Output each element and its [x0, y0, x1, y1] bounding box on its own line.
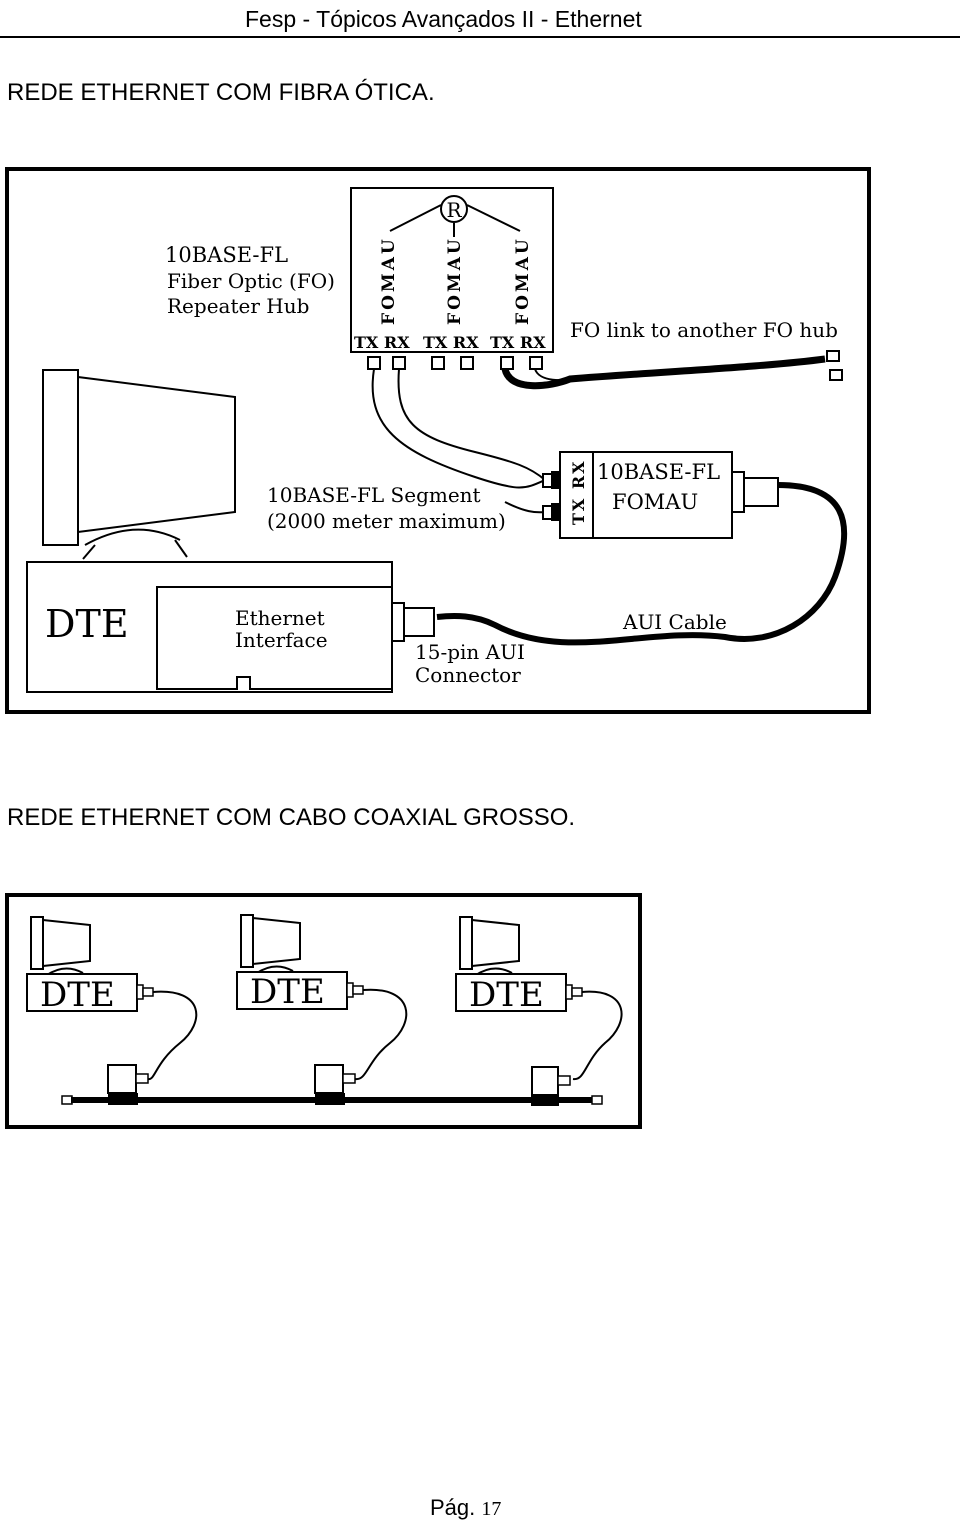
header-rule [0, 36, 960, 38]
repeater-circle [440, 195, 468, 223]
ethernet-label-line1: Ethernet [235, 606, 325, 630]
station-3: DTE [455, 916, 623, 1081]
fomau-box [559, 451, 733, 539]
fl-segment-cable-b [397, 368, 546, 481]
thick-coax-diagram: DTE DTE DTE [5, 893, 642, 1129]
station-1: DTE [26, 916, 198, 1081]
aui-connector [403, 607, 435, 637]
dte-label-1: DTE [40, 975, 115, 1015]
dte-label-3: DTE [469, 975, 544, 1015]
connector-label-line1: 15-pin AUI [415, 640, 525, 664]
ethernet-label-line2: Interface [235, 628, 328, 652]
port-label-1: TX RX [354, 333, 410, 352]
aui-cable [436, 482, 848, 646]
hub-label-line3: Repeater Hub [167, 294, 309, 318]
port-label-3: TX RX [490, 333, 546, 352]
page-number: 17 [481, 1498, 502, 1520]
connector-label-line2: Connector [415, 663, 521, 687]
fl-segment-cable-a [371, 368, 546, 489]
page-header-title: Fesp - Tópicos Avançados II - Ethernet [245, 6, 642, 32]
segment-label-line2: (2000 meter maximum) [267, 509, 506, 533]
fomau-vertical-1: FOMAU [379, 236, 399, 325]
segment-label-line1: 10BASE-FL Segment [267, 483, 481, 507]
repeater-label: R [446, 198, 462, 222]
transceivers [107, 1064, 559, 1096]
fomau-vertical-3: FOMAU [513, 236, 533, 325]
monitor-body [77, 375, 236, 534]
aui-cable-label: AUI Cable [622, 610, 727, 634]
section-heading-coax: REDE ETHERNET COM CABO COAXIAL GROSSO. [7, 804, 576, 831]
fomau-txrx: TX RX [569, 459, 588, 525]
port-label-2: TX RX [423, 333, 479, 352]
fomau-label-line1: 10BASE-FL [597, 460, 720, 484]
fo-link-cable [501, 355, 826, 390]
hub-label-line2: Fiber Optic (FO) [167, 269, 335, 293]
dte-label: DTE [45, 602, 129, 646]
page-prefix: Pág. [430, 1495, 476, 1520]
fomau-vertical-2: FOMAU [445, 236, 465, 325]
page-footer: Pág. 17 [430, 1495, 501, 1521]
section-heading-fiber: REDE ETHERNET COM FIBRA ÓTICA. [7, 79, 435, 106]
fiber-optic-diagram: R FOMAU FOMAU FOMAU TX RX TX RX TX RX 10… [5, 167, 871, 714]
fo-link-label: FO link to another FO hub [570, 318, 838, 342]
hub-label-line1: 10BASE-FL [165, 243, 288, 267]
dte-label-2: DTE [250, 972, 325, 1012]
fomau-label-line2: FOMAU [612, 490, 698, 514]
monitor-front [42, 369, 79, 546]
station-2: DTE [236, 914, 408, 1081]
